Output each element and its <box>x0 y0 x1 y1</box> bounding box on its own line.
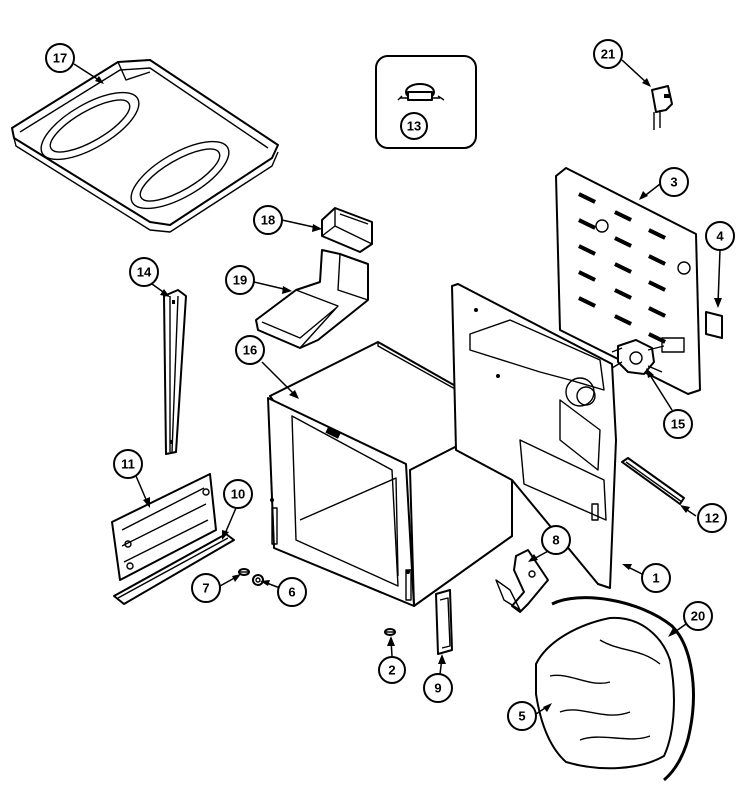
callout-label-19: 19 <box>233 273 247 288</box>
part-6-nut <box>252 574 264 586</box>
part-11-bracket-plate <box>111 473 217 581</box>
part-8-hinge <box>495 549 549 613</box>
callout-label-8: 8 <box>552 533 559 548</box>
callout-21: 21 <box>593 39 651 87</box>
callout-18: 18 <box>253 205 322 235</box>
callout-label-3: 3 <box>670 175 677 190</box>
callout-label-21: 21 <box>601 47 615 62</box>
part-21-terminal-block <box>651 85 673 130</box>
callout-label-17: 17 <box>53 51 67 66</box>
callout-1: 1 <box>622 563 671 593</box>
part-19-vent-duct <box>255 249 369 349</box>
callout-label-20: 20 <box>691 609 705 624</box>
callout-5: 5 <box>507 701 552 731</box>
callout-label-13: 13 <box>407 119 421 134</box>
callout-label-16: 16 <box>243 343 257 358</box>
callout-4: 4 <box>705 221 735 308</box>
callout-14: 14 <box>129 257 170 297</box>
part-16-oven-cavity <box>267 341 513 607</box>
part-12-lower-rail <box>621 457 685 505</box>
callout-label-7: 7 <box>202 581 209 596</box>
callout-label-2: 2 <box>388 663 395 678</box>
callout-10: 10 <box>222 479 253 540</box>
part-1-back-panel <box>451 283 617 589</box>
callout-label-5: 5 <box>518 709 525 724</box>
callout-17: 17 <box>45 43 104 84</box>
part-13-thermal-switch <box>397 83 445 101</box>
callout-8: 8 <box>528 525 571 562</box>
part-15-fan-motor <box>611 339 665 375</box>
callout-label-14: 14 <box>137 265 152 280</box>
callout-label-10: 10 <box>231 487 245 502</box>
part-13-inset-box <box>375 55 477 149</box>
part-5-insulation <box>535 616 675 770</box>
callout-label-6: 6 <box>288 585 295 600</box>
louver-slots <box>578 192 666 344</box>
part-10-trim-strip <box>113 533 235 605</box>
callout-label-4: 4 <box>716 229 724 244</box>
callout-2: 2 <box>378 636 406 684</box>
part-3-louvered-cover <box>555 167 701 395</box>
callout-20: 20 <box>668 601 713 637</box>
callout-label-1: 1 <box>652 571 659 586</box>
part-18-vent-cap <box>321 207 373 253</box>
part-7-screw <box>238 568 250 576</box>
callout-13: 13 <box>400 112 428 140</box>
callout-label-18: 18 <box>261 213 275 228</box>
part-14-side-rail <box>163 289 187 455</box>
callout-19: 19 <box>225 265 292 295</box>
part-9-hinge-receiver <box>435 589 453 655</box>
callout-15: 15 <box>646 368 693 439</box>
callout-9: 9 <box>423 654 453 703</box>
callout-label-15: 15 <box>671 417 685 432</box>
part-17-cooktop-panel <box>11 59 279 233</box>
callout-11: 11 <box>113 449 150 508</box>
callout-label-12: 12 <box>705 511 719 526</box>
part-2-screw <box>384 628 396 636</box>
part-20-door-gasket <box>551 596 695 782</box>
part-4-label-plate <box>705 311 723 339</box>
callout-label-9: 9 <box>434 681 441 696</box>
callout-6: 6 <box>260 577 307 607</box>
callout-16: 16 <box>235 335 299 399</box>
callout-3: 3 <box>639 167 689 200</box>
callout-12: 12 <box>680 503 727 533</box>
callout-label-11: 11 <box>121 457 135 472</box>
callout-7: 7 <box>191 573 241 603</box>
